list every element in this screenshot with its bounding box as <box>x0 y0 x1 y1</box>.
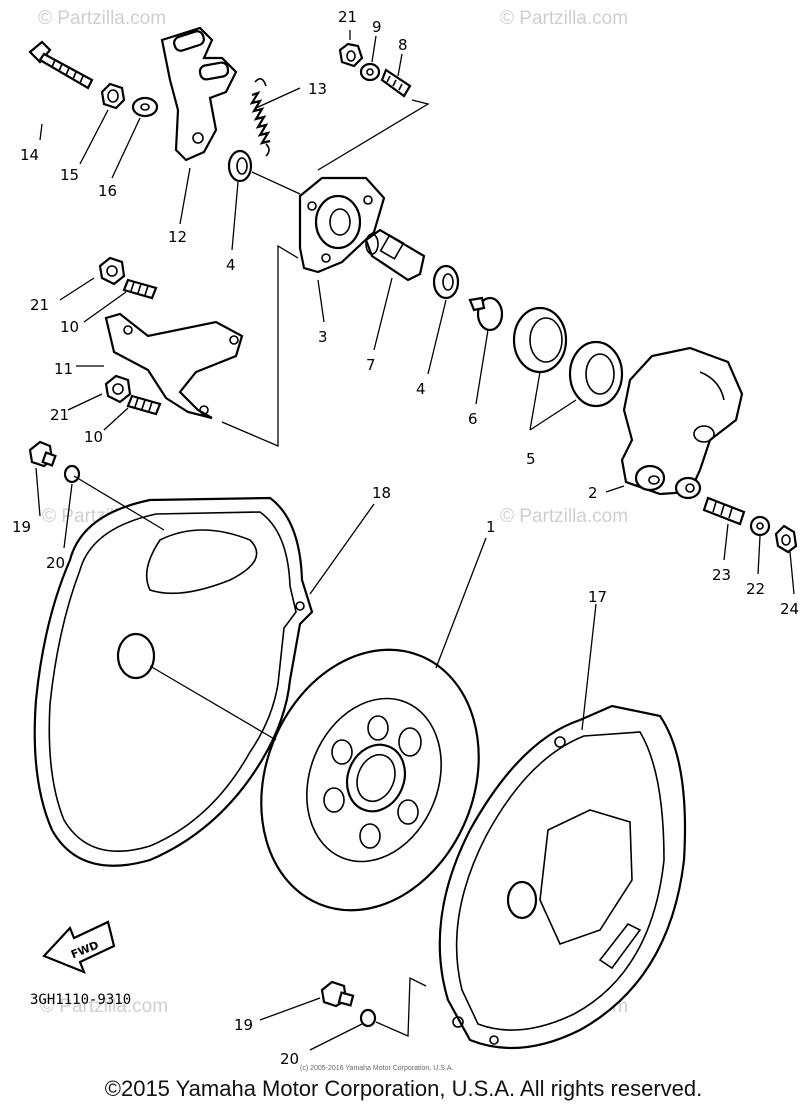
callout-4: 4 <box>226 256 236 274</box>
part-seal-4 <box>432 264 460 300</box>
part-backplate-17 <box>438 704 687 1050</box>
callout-19: 19 <box>234 1016 253 1034</box>
callout-19: 19 <box>12 518 31 536</box>
part-piston-5 <box>568 340 624 408</box>
callout-18: 18 <box>372 484 391 502</box>
part-bolt-19 <box>320 980 355 1008</box>
callout-24: 24 <box>780 600 799 618</box>
callout-13: 13 <box>308 80 327 98</box>
part-camshaft-7 <box>364 228 426 282</box>
callout-7: 7 <box>366 356 376 374</box>
part-plate-11 <box>104 312 244 420</box>
part-cover-18 <box>33 496 314 867</box>
part-nut-21 <box>98 256 126 286</box>
watermark: © Partzilla.com <box>38 8 166 29</box>
part-bolt-19 <box>28 440 57 468</box>
callout-10: 10 <box>84 428 103 446</box>
part-washer-9 <box>359 62 381 82</box>
callout-22: 22 <box>746 580 765 598</box>
part-caliper-2 <box>620 346 744 500</box>
callout-2: 2 <box>588 484 598 502</box>
callout-20: 20 <box>280 1050 299 1068</box>
fwd-arrow-icon: FWD <box>42 920 116 974</box>
callout-20: 20 <box>46 554 65 572</box>
watermark: © Partzilla.com <box>500 8 628 29</box>
callout-23: 23 <box>712 566 731 584</box>
callout-4: 4 <box>416 380 426 398</box>
part-nut-24 <box>774 524 798 554</box>
part-disc-1 <box>260 648 480 912</box>
callout-11: 11 <box>54 360 73 378</box>
callouts: 21 9 8 14 15 16 13 12 4 3 7 4 6 5 2 21 1… <box>12 8 799 1068</box>
part-stud-8 <box>380 68 412 98</box>
leader-lines <box>35 30 795 1051</box>
callout-21: 21 <box>50 406 69 424</box>
part-washer-20 <box>359 1008 377 1028</box>
part-stud-10 <box>126 394 162 416</box>
callout-15: 15 <box>60 166 79 184</box>
part-nut-15 <box>100 82 126 110</box>
part-washer-16 <box>131 96 159 118</box>
part-washer-20 <box>63 464 81 484</box>
small-copyright: (c) 2005-2016 Yamaha Motor Corporation, … <box>300 1065 453 1072</box>
callout-21: 21 <box>338 8 357 26</box>
callout-3: 3 <box>318 328 328 346</box>
callout-12: 12 <box>168 228 187 246</box>
watermark: © Partzilla.com <box>500 506 628 527</box>
watermark: © Partzilla.com <box>40 996 168 1017</box>
callout-21: 21 <box>30 296 49 314</box>
callout-17: 17 <box>588 588 607 606</box>
part-piston-5 <box>512 306 568 374</box>
callout-10: 10 <box>60 318 79 336</box>
part-nut-21 <box>338 42 364 68</box>
callout-8: 8 <box>398 36 408 54</box>
part-seal-4 <box>227 149 253 183</box>
callout-16: 16 <box>98 182 117 200</box>
part-bolt-14 <box>28 40 94 90</box>
footer-copyright: ©2015 Yamaha Motor Corporation, U.S.A. A… <box>104 1076 703 1101</box>
callout-5: 5 <box>526 450 536 468</box>
drawing-code: 3GH1110-9310 <box>30 992 131 1008</box>
callout-1: 1 <box>486 518 496 536</box>
part-nut-21 <box>104 374 132 404</box>
part-pin-6 <box>468 296 504 332</box>
callout-14: 14 <box>20 146 39 164</box>
part-stud-10 <box>122 278 158 300</box>
callout-6: 6 <box>468 410 478 428</box>
part-bracket-3 <box>298 176 386 274</box>
part-washer-22 <box>749 515 771 537</box>
part-lever-12 <box>160 26 238 162</box>
part-spring-13 <box>249 78 271 157</box>
callout-9: 9 <box>372 18 382 36</box>
part-stud-23 <box>702 496 746 526</box>
